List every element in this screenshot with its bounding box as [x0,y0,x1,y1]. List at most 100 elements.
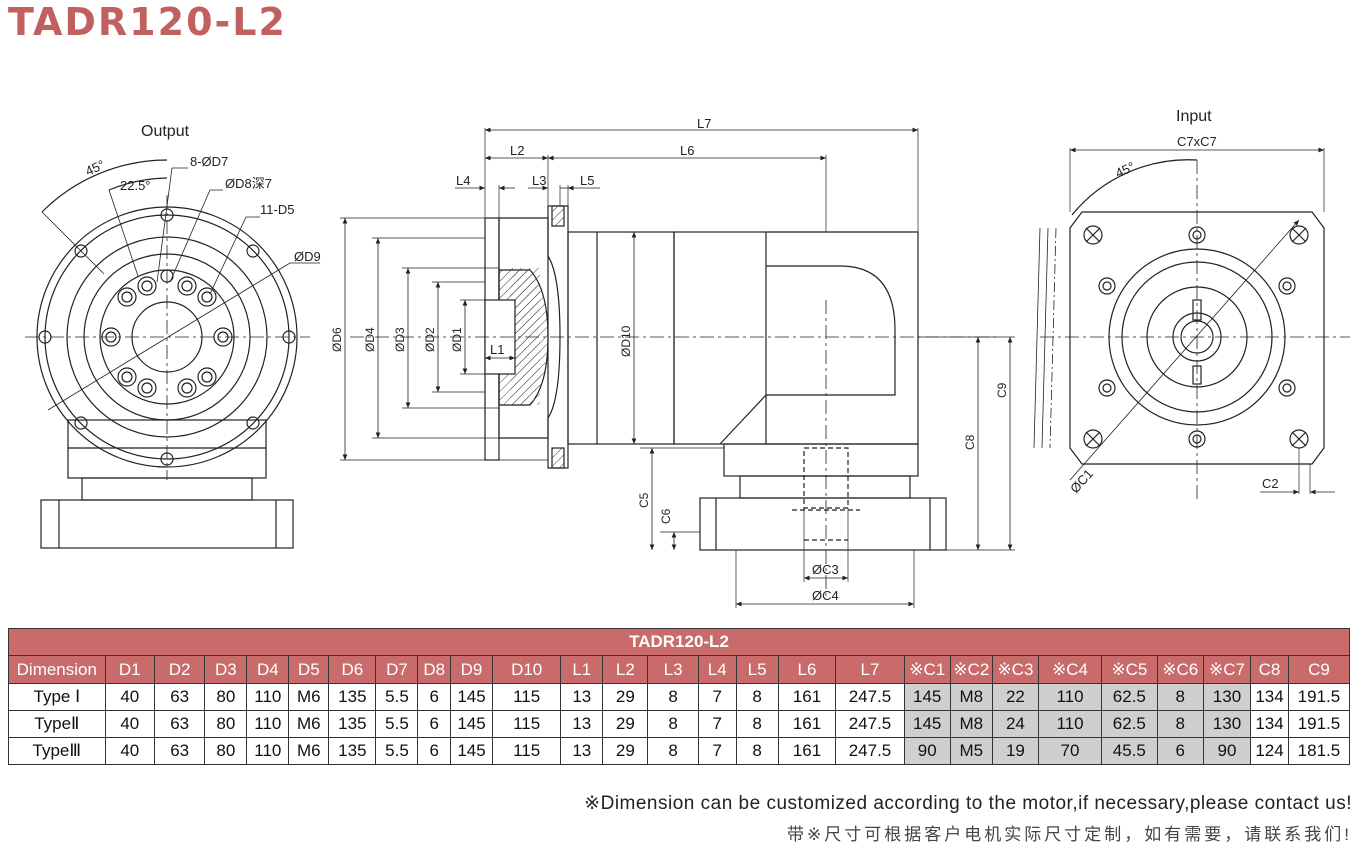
table-header-cell: L7 [835,655,905,684]
input-view [1033,147,1350,500]
dim-d1-label: ØD1 [450,327,464,352]
table-cell: 6 [417,710,452,738]
table-header-cell: D8 [417,655,452,684]
table-header-cell: Dimension [8,655,106,684]
table-header-cell: L6 [777,655,837,684]
table-cell: 130 [1202,683,1252,711]
table-cell: M8 [949,710,993,738]
table-cell: 62.5 [1101,710,1158,738]
dim-d3-label: ØD3 [393,327,407,352]
table-cell: 247.5 [835,710,905,738]
table-cell: 5.5 [375,683,419,711]
table-cell: 19 [991,737,1040,765]
output-view [25,159,320,549]
dim-c9-label: C9 [995,382,1009,398]
table-cell: 115 [492,683,562,711]
table-cell: 110 [246,737,290,765]
holes-d7-label: 8-ØD7 [190,154,228,169]
table-cell: 5.5 [375,737,419,765]
input-label: Input [1176,108,1212,125]
dim-c5-label: C5 [637,492,651,508]
dim-d9-label: ØD9 [294,249,321,264]
technical-drawing: Output Input 45° 22.5° 8-ØD7 ØD8深7 11-D5… [25,108,1350,608]
table-cell: 8 [647,683,699,711]
row-header-cell: TypeⅡ [8,710,106,738]
table-cell: 8 [735,683,779,711]
table-cell: 161 [777,737,837,765]
table-cell: M5 [949,737,993,765]
table-cell: 8 [647,737,699,765]
table-header-cell: D7 [375,655,419,684]
row-header-cell: TypeⅢ [8,737,106,765]
note-chinese: 带※尺寸可根据客户电机实际尺寸定制，如有需要，请联系我们! [787,825,1352,844]
table-cell: 29 [602,737,649,765]
table-cell: 24 [991,710,1040,738]
angle-45-label: 45° [83,157,107,179]
table-header-cell: D6 [328,655,377,684]
page-title: TADR120-L2 [8,0,287,44]
table-cell: 13 [560,683,604,711]
table-cell: 80 [204,683,248,711]
table-header-cell: ※C5 [1101,655,1158,684]
table-cell: 115 [492,737,562,765]
table-cell: 63 [153,737,206,765]
dim-c7-label: C7xC7 [1177,134,1217,149]
table-cell: 191.5 [1287,710,1351,738]
table-header-cell: D3 [204,655,248,684]
table-cell: 40 [104,710,155,738]
table-cell: 62.5 [1101,683,1158,711]
table-cell: 145 [450,710,494,738]
table-cell: 110 [1038,683,1103,711]
section-view [340,127,1015,608]
table-header-cell: D2 [153,655,206,684]
dim-l3-label: L3 [532,173,546,188]
table-cell: 145 [450,737,494,765]
table-header-cell: L5 [735,655,779,684]
table-cell: 135 [328,683,377,711]
table-cell: 63 [153,710,206,738]
table-cell: 40 [104,683,155,711]
dim-d10-label: ØD10 [619,325,633,357]
table-cell: 7 [697,710,737,738]
dim-c4-label: ØC4 [812,588,839,603]
table-cell: 13 [560,710,604,738]
table-header-cell: C9 [1287,655,1351,684]
table-cell: 115 [492,710,562,738]
table-cell: 161 [777,683,837,711]
table-header-cell: D9 [450,655,494,684]
table-cell: 63 [153,683,206,711]
table-cell: 6 [1156,737,1204,765]
table-cell: 110 [246,683,290,711]
table-caption: TADR120-L2 [8,628,1350,656]
dim-l6-label: L6 [680,143,694,158]
table-cell: 8 [735,737,779,765]
table-cell: 45.5 [1101,737,1158,765]
table-cell: M6 [288,737,330,765]
table-cell: 29 [602,710,649,738]
table-header-cell: ※C7 [1202,655,1252,684]
table-cell: M6 [288,710,330,738]
table-header-cell: D5 [288,655,330,684]
table-cell: 130 [1202,710,1252,738]
table-header-cell: L2 [602,655,649,684]
dim-c2-label: C2 [1262,476,1279,491]
table-cell: 5.5 [375,710,419,738]
row-header-cell: Type Ⅰ [8,683,106,711]
table-header-cell: ※C4 [1038,655,1103,684]
table-cell: 80 [204,737,248,765]
table-cell: 6 [417,683,452,711]
table-cell: 7 [697,737,737,765]
dim-l2-label: L2 [510,143,524,158]
table-header-cell: ※C6 [1156,655,1204,684]
dim-d4-label: ØD4 [363,327,377,352]
dim-c1-label: ØC1 [1067,466,1096,496]
table-cell: 247.5 [835,737,905,765]
table-header-cell: L4 [697,655,737,684]
table-cell: 80 [204,710,248,738]
dim-c3-label: ØC3 [812,562,839,577]
table-cell: 90 [903,737,951,765]
table-cell: 134 [1250,710,1289,738]
